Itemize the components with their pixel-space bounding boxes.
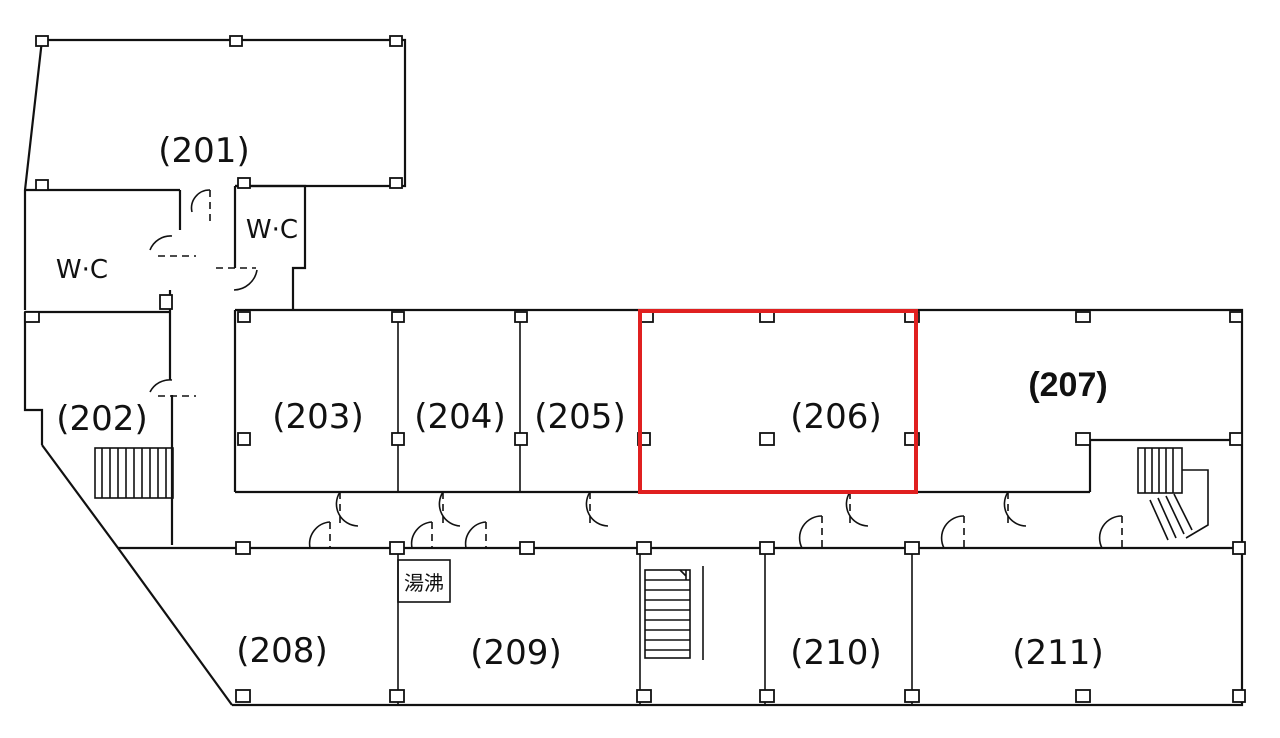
- room-206-label: (206): [790, 397, 881, 437]
- room-201-label: (201): [158, 131, 249, 171]
- columns: [24, 35, 1246, 703]
- partitions: [397, 316, 913, 705]
- room-208-label: (208): [236, 631, 327, 671]
- room-207-label: (207): [1028, 366, 1107, 404]
- room-210-label: (210): [790, 633, 881, 673]
- room-209-label: (209): [470, 633, 561, 673]
- doors: [149, 189, 1123, 549]
- room-205-label: (205): [534, 397, 625, 437]
- wc-left-label: W·C: [56, 255, 108, 285]
- kitchenette-label: 湯沸: [404, 571, 444, 595]
- room-204-label: (204): [414, 397, 505, 437]
- stairs-center: [644, 566, 704, 660]
- wc-right-label: W·C: [246, 215, 298, 245]
- stairs-left: [94, 447, 174, 499]
- room-203-label: (203): [272, 397, 363, 437]
- room-211-label: (211): [1012, 633, 1103, 673]
- stairs-right: [1137, 447, 1209, 541]
- highlight-room-206: [638, 309, 918, 494]
- room-202-label: (202): [56, 399, 147, 439]
